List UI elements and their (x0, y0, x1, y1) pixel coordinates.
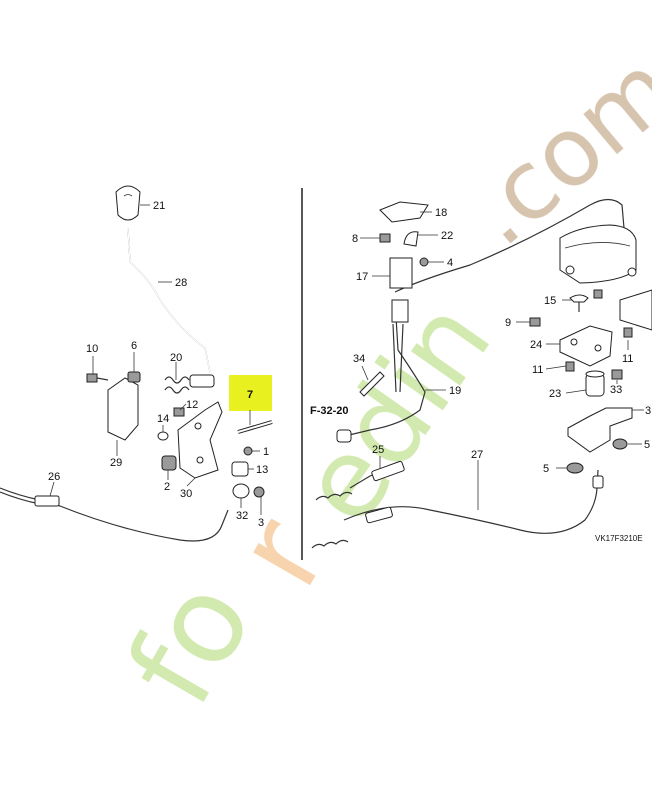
callout-13: 13 (256, 464, 268, 476)
nut-6 (127, 371, 141, 383)
bolt-11b (623, 327, 633, 338)
shift-knob (115, 185, 141, 221)
spring-25 (315, 491, 353, 501)
lever-plate (177, 401, 223, 479)
nut-5a (566, 462, 584, 474)
collar-2 (161, 455, 177, 471)
cable-19-lower (344, 299, 426, 437)
cable-26 (0, 487, 229, 542)
bolt-9 (529, 317, 541, 327)
callout-18: 18 (435, 207, 447, 219)
leader-lines-right (360, 211, 644, 510)
highlight-box (229, 375, 272, 411)
lever-end (189, 374, 215, 388)
callout-20: 20 (170, 352, 182, 364)
nut-5b (612, 438, 628, 450)
watermark-text-fo: fo (102, 558, 280, 728)
callout-11a: 11 (532, 364, 543, 376)
cable-27 (343, 487, 598, 534)
callout-9: 9 (505, 317, 511, 329)
connector-17 (389, 257, 413, 289)
callout-27: 27 (471, 449, 483, 461)
diagram-code: VK17F3210E (595, 534, 643, 543)
nut-1 (243, 446, 253, 456)
bolt-15 (569, 294, 589, 303)
callout-1: 1 (263, 446, 269, 458)
callout-32: 32 (236, 510, 248, 522)
callout-6: 6 (131, 340, 137, 352)
shift-lever (127, 227, 211, 373)
pin-34 (359, 371, 385, 397)
callout-23: 23 (549, 388, 561, 400)
bolt-12 (173, 407, 185, 417)
callout-17: 17 (356, 271, 368, 283)
callout-10: 10 (86, 343, 98, 355)
callout-28: 28 (175, 277, 187, 289)
callout-5b: 5 (644, 439, 650, 451)
callout-24: 24 (530, 339, 542, 351)
callout-11b: 11 (622, 353, 633, 365)
reference-label: F-32-20 (310, 405, 349, 417)
callout-3: 3 (258, 517, 264, 529)
callout-25: 25 (372, 444, 384, 456)
bolt-11a (565, 361, 575, 372)
callout-8: 8 (352, 233, 358, 245)
nut-33 (611, 369, 623, 380)
callout-4: 4 (447, 257, 453, 269)
bracket-plate (107, 377, 139, 441)
bushing-13 (231, 461, 249, 477)
callout-29: 29 (110, 457, 122, 469)
callout-19: 19 (449, 385, 461, 397)
callout-26: 26 (48, 471, 60, 483)
bracket-3-right (567, 407, 633, 453)
right-bracket (619, 289, 652, 331)
cap-22 (403, 231, 419, 247)
bolt-10 (86, 373, 109, 383)
callouts: 21 28 10 6 20 12 7 14 29 1 2 30 13 32 3 … (48, 200, 651, 543)
cable-19-upper (394, 198, 625, 293)
bolt-8 (379, 233, 391, 243)
callout-34: 34 (353, 353, 365, 365)
callout-22: 22 (441, 230, 453, 242)
plate-24 (559, 325, 613, 367)
bolt-15b (593, 289, 603, 299)
cable-terminal (336, 429, 352, 443)
callout-14: 14 (157, 413, 169, 425)
washer-32 (232, 483, 250, 499)
callout-33: 33 (610, 384, 622, 396)
nut-4 (419, 257, 429, 267)
cover-18 (379, 201, 429, 223)
callout-30: 30 (180, 488, 192, 500)
nut-3 (253, 486, 265, 498)
connector-17-lower (391, 299, 409, 323)
spring (164, 376, 190, 394)
callout-12: 12 (186, 399, 198, 411)
spring-27 (311, 539, 349, 549)
callout-7: 7 (247, 389, 253, 401)
switch-housing (559, 224, 637, 284)
adjuster-27 (365, 506, 393, 524)
callout-21: 21 (153, 200, 165, 212)
callout-3-right: 3 (645, 405, 651, 417)
cable-end-26 (34, 495, 60, 507)
washer-14 (157, 431, 169, 441)
leader-lines-left (49, 204, 262, 515)
callout-5a: 5 (543, 463, 549, 475)
callout-2: 2 (164, 481, 170, 493)
callout-15: 15 (544, 295, 556, 307)
